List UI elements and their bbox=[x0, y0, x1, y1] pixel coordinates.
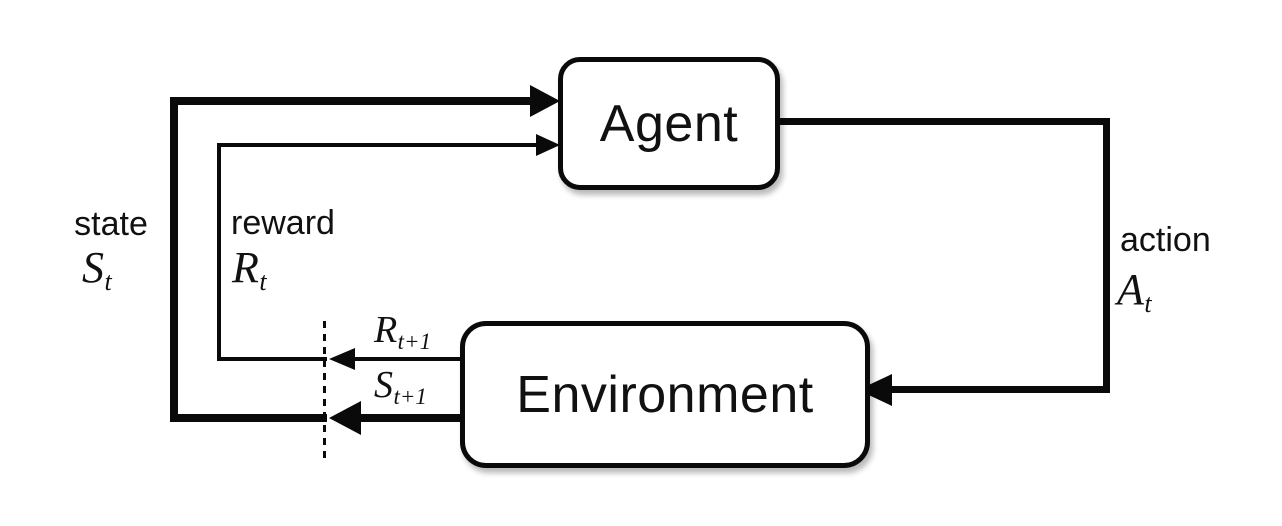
action-line-vertical bbox=[1103, 118, 1110, 393]
action-symbol: At bbox=[1117, 265, 1152, 317]
reward-symbol-letter: R bbox=[232, 243, 259, 292]
state-line-vertical bbox=[170, 97, 178, 422]
next-state-symbol: St+1 bbox=[374, 364, 427, 408]
next-reward-symbol-subscript: t+1 bbox=[397, 329, 432, 355]
state-line-top bbox=[170, 97, 538, 105]
next-reward-symbol: Rt+1 bbox=[374, 309, 431, 353]
reward-line-bottom-left bbox=[217, 357, 327, 361]
environment-node-label: Environment bbox=[516, 365, 814, 424]
next-reward-symbol-letter: R bbox=[374, 309, 398, 351]
reward-arrowhead-into-agent-icon bbox=[536, 134, 560, 156]
next-state-symbol-letter: S bbox=[374, 364, 393, 406]
reward-symbol: Rt bbox=[232, 243, 267, 295]
state-word-label: state bbox=[74, 205, 148, 243]
action-symbol-letter: A bbox=[1117, 265, 1144, 314]
next-state-line-from-environment bbox=[354, 414, 464, 422]
action-line-bottom bbox=[886, 386, 1110, 393]
action-line-top bbox=[768, 118, 1110, 125]
agent-node-label: Agent bbox=[599, 94, 739, 153]
reward-line-top bbox=[217, 143, 539, 147]
reward-line-vertical bbox=[217, 143, 221, 361]
state-symbol-subscript: t bbox=[104, 267, 112, 297]
time-boundary-dashed-line bbox=[323, 321, 326, 459]
next-state-symbol-subscript: t+1 bbox=[393, 384, 427, 410]
state-arrowhead-into-agent-icon bbox=[530, 85, 560, 117]
action-word-label: action bbox=[1120, 221, 1211, 259]
reward-symbol-subscript: t bbox=[259, 267, 267, 297]
action-symbol-subscript: t bbox=[1144, 289, 1152, 319]
state-symbol-letter: S bbox=[82, 243, 104, 292]
next-reward-arrowhead-icon bbox=[329, 348, 355, 370]
environment-node: Environment bbox=[460, 321, 870, 468]
state-line-bottom-left bbox=[170, 414, 327, 422]
next-reward-line-from-environment bbox=[350, 357, 464, 361]
agent-node: Agent bbox=[558, 57, 780, 190]
reward-word-label: reward bbox=[231, 204, 335, 242]
next-state-arrowhead-icon bbox=[329, 401, 361, 435]
state-symbol: St bbox=[82, 243, 112, 295]
